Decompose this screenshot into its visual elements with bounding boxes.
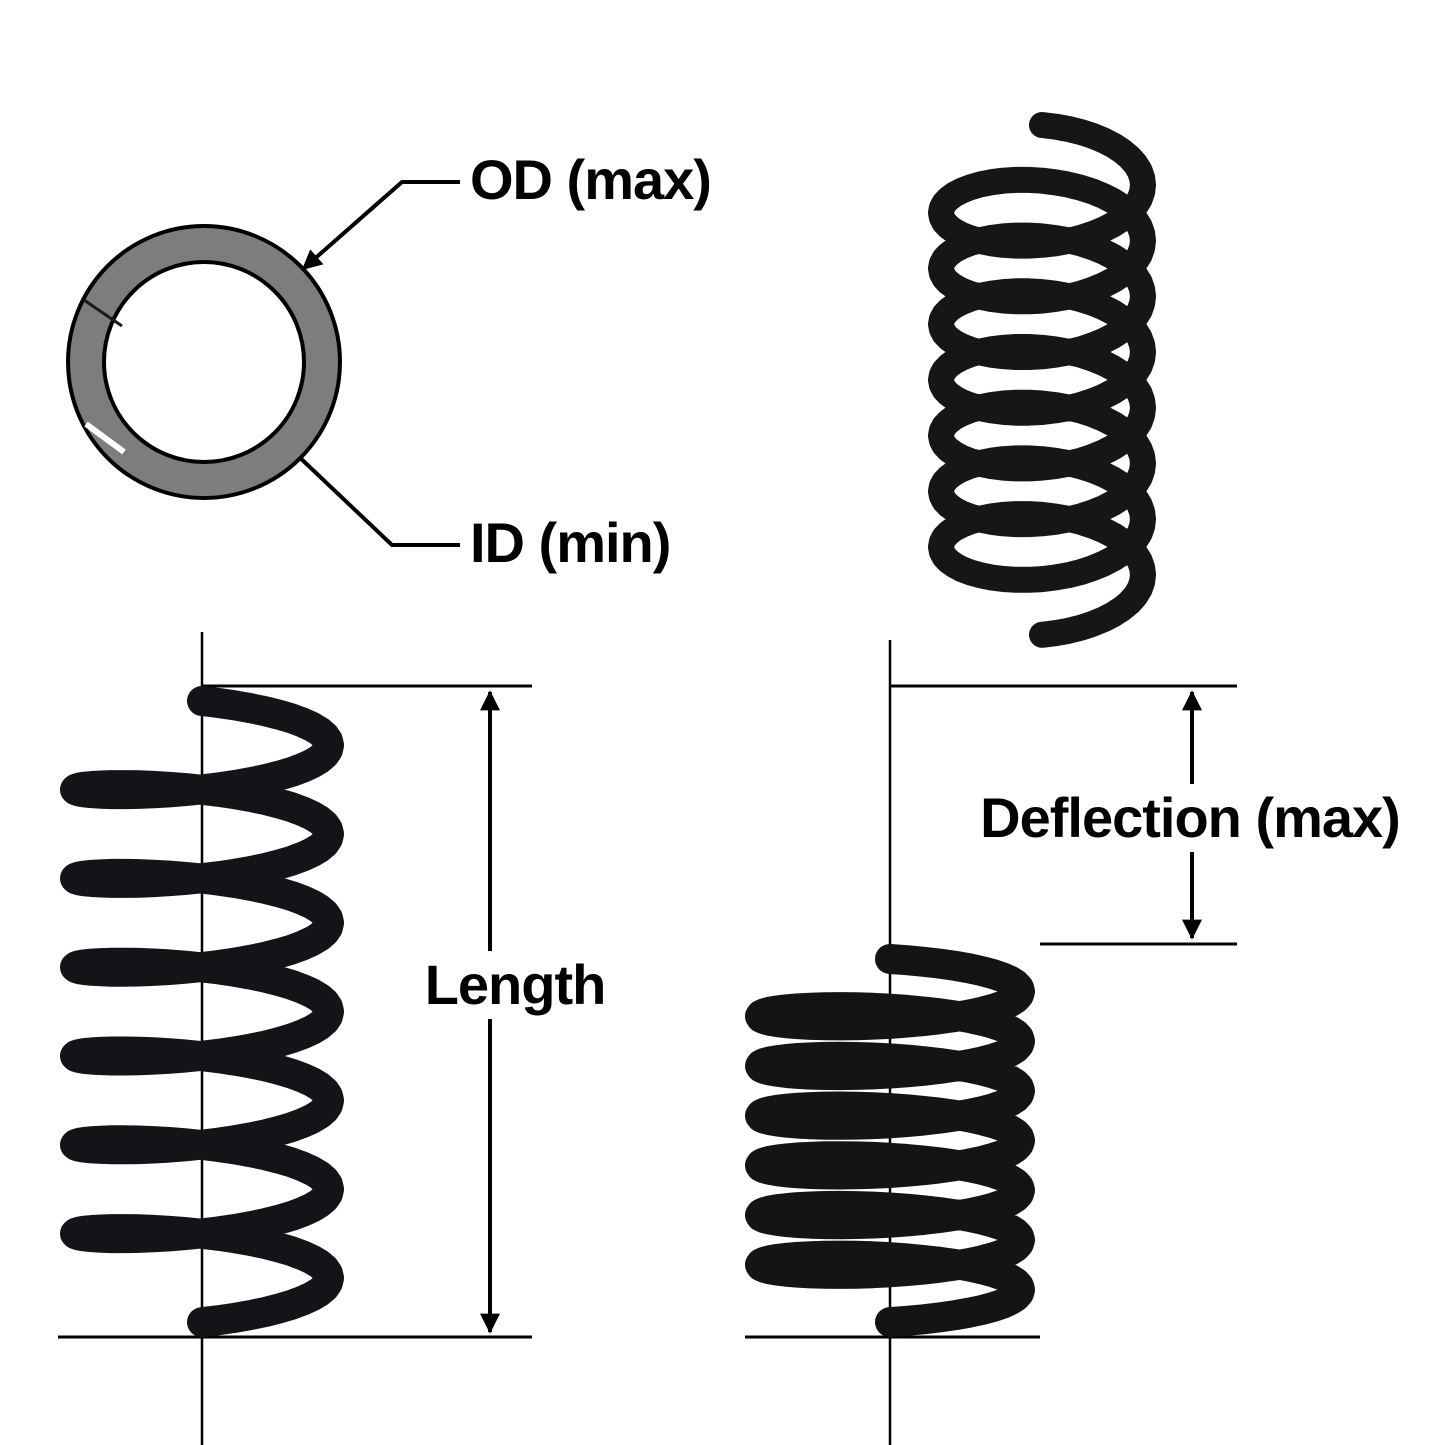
coil-cross-section-ring bbox=[66, 224, 342, 500]
spring-3d-perspective-view bbox=[928, 112, 1156, 648]
length-extension-lines bbox=[58, 684, 532, 1339]
spring-free-length-side-view bbox=[60, 686, 344, 1338]
deflection-max-label: Deflection (max) bbox=[968, 784, 1412, 852]
spring-compressed-side-view bbox=[745, 944, 1035, 1338]
deflection-extension-lines bbox=[745, 684, 1237, 1339]
id-leader-arrow bbox=[274, 433, 460, 547]
od-max-label: OD (max) bbox=[470, 148, 712, 211]
od-leader-arrow bbox=[301, 180, 460, 271]
length-label: Length bbox=[412, 951, 618, 1019]
id-min-label: ID (min) bbox=[470, 511, 671, 574]
